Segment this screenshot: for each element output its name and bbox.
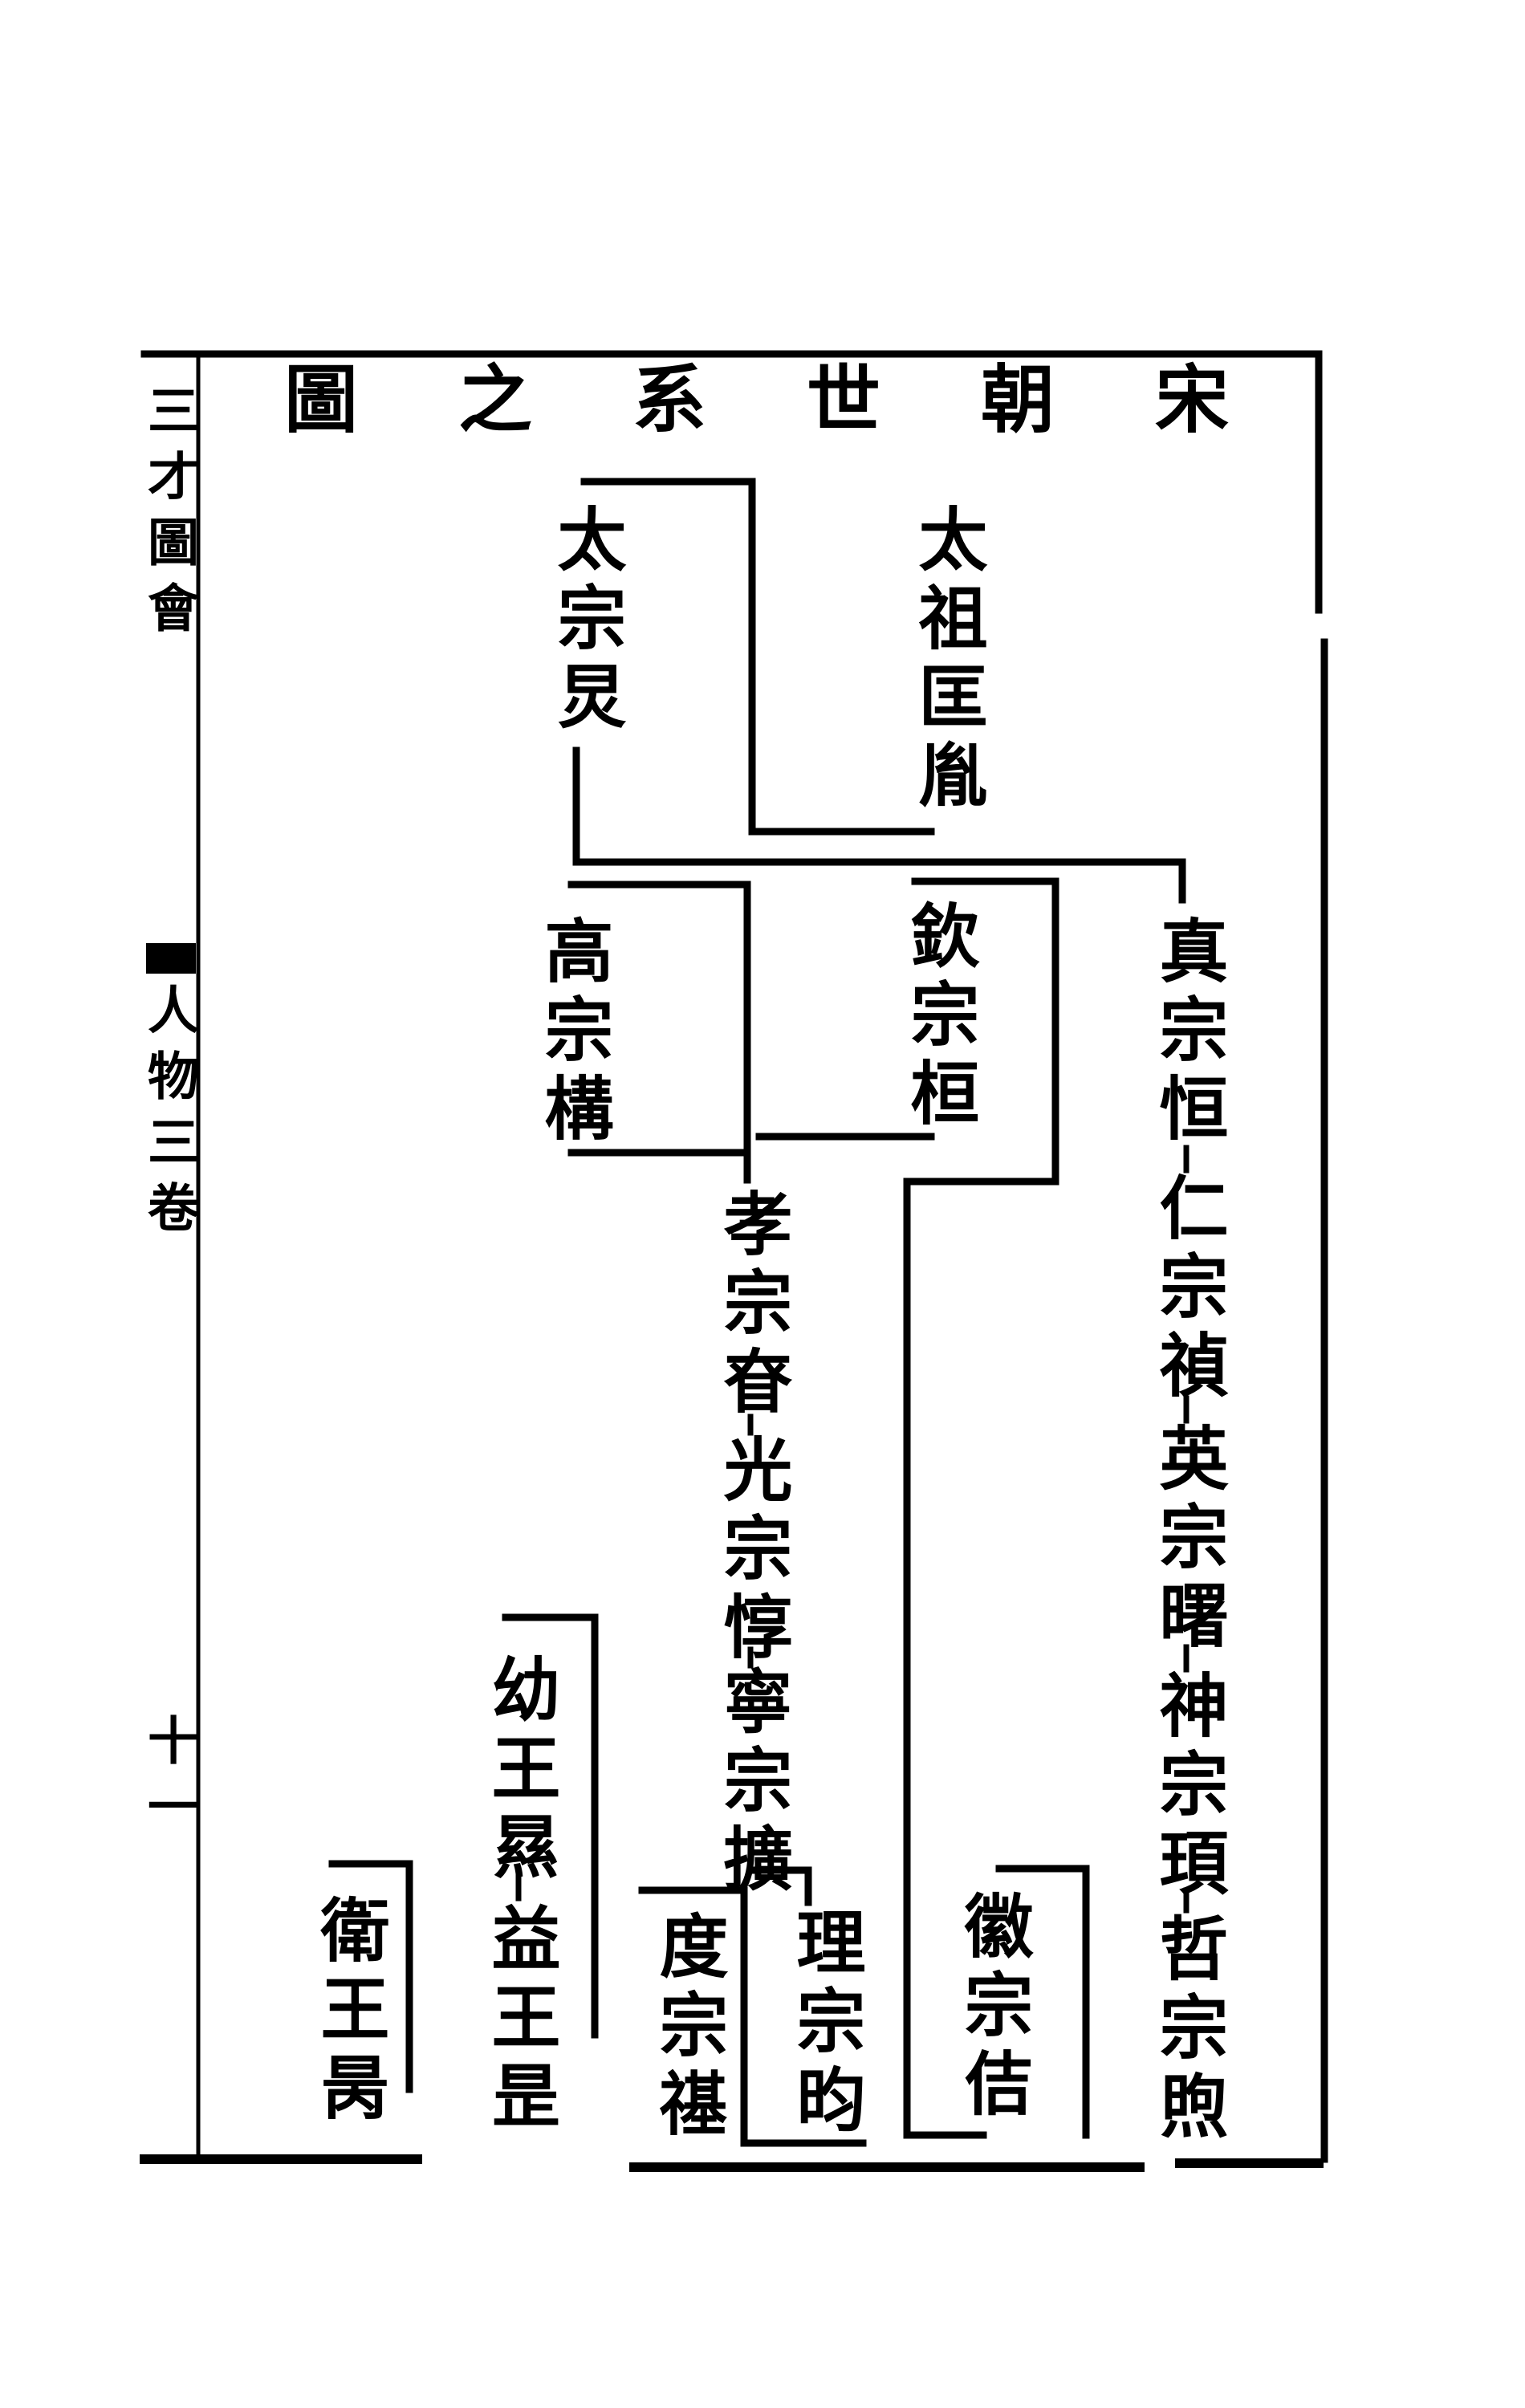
person-taizu: 太祖匡胤 bbox=[906, 503, 987, 818]
connector-duzong-lizong bbox=[638, 1886, 867, 2147]
person-shenzong: 神宗頊 bbox=[1147, 1670, 1228, 1906]
frame-bottom-border bbox=[140, 2154, 1324, 2172]
person-zhezong: 哲宗煦 bbox=[1147, 1913, 1228, 2149]
person-lizong: 理宗昀 bbox=[784, 1906, 865, 2142]
person-renzong: 仁宗禎 bbox=[1147, 1172, 1228, 1408]
connector-taizong-zhenzong bbox=[572, 746, 1186, 904]
connector-taizong-taizu bbox=[580, 478, 935, 836]
person-huizong: 徽宗佶 bbox=[952, 1890, 1033, 2126]
margin-book-title: 三才圖會 bbox=[139, 384, 199, 647]
person-yiwang: 益王昰 bbox=[479, 1902, 560, 2138]
person-guangzong: 光宗惇 bbox=[711, 1434, 792, 1670]
succession-dashes bbox=[515, 1145, 1190, 1914]
person-youwang: 幼王㬎 bbox=[479, 1653, 560, 1889]
person-weiwang: 衛王昺 bbox=[308, 1894, 389, 2130]
connector-qinzong-huizong bbox=[903, 877, 1059, 2139]
connector-gaozong-xiaozong bbox=[567, 881, 935, 1184]
fish-tail-mark bbox=[146, 943, 196, 974]
page-number: 十一 bbox=[139, 1714, 199, 1845]
person-qinzong: 欽宗桓 bbox=[898, 900, 979, 1136]
frame-right-border bbox=[1315, 350, 1328, 2163]
person-gaozong: 高宗構 bbox=[532, 915, 613, 1151]
person-yingzong: 英宗曙 bbox=[1147, 1422, 1228, 1658]
connector-ningzong-lizong bbox=[746, 1866, 812, 1906]
margin-section: 人物三卷 bbox=[139, 983, 199, 1247]
connector-youwang bbox=[502, 1613, 599, 2039]
person-ningzong: 寧宗擴 bbox=[711, 1666, 792, 1902]
person-xiaozong: 孝宗眘 bbox=[711, 1188, 792, 1424]
connector-weiwang bbox=[328, 1860, 413, 2093]
person-zhenzong: 真宗恒 bbox=[1147, 915, 1228, 1151]
person-duzong: 度宗禥 bbox=[647, 1910, 728, 2146]
person-taizong: 太宗炅 bbox=[545, 503, 626, 739]
page-title: 宋朝世系之圖 bbox=[284, 356, 1330, 443]
connector-huizong bbox=[995, 1865, 1090, 2139]
